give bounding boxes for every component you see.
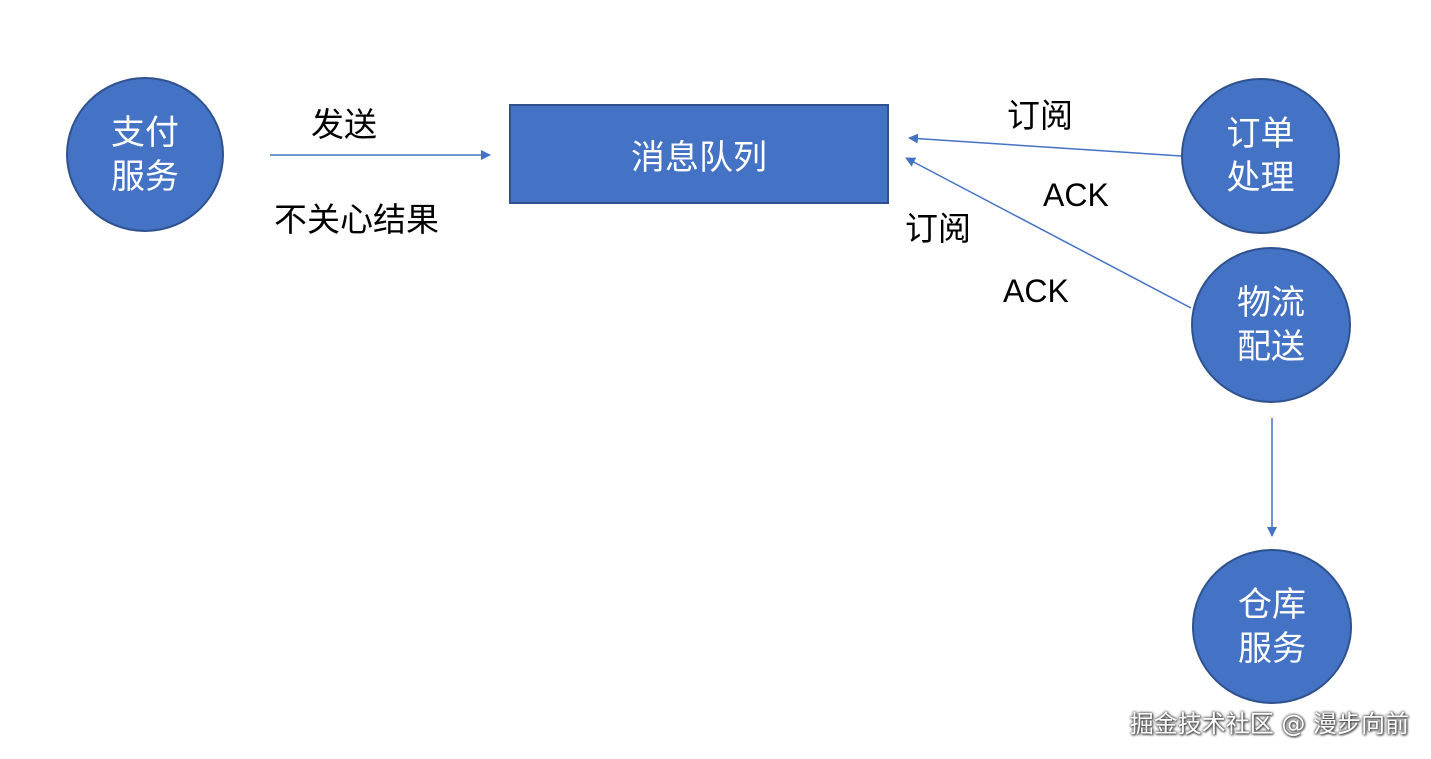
- label-ack-logistics: ACK: [1003, 273, 1069, 309]
- payment-service-line1: 支付: [111, 112, 179, 153]
- order-processing-line2: 处理: [1226, 158, 1295, 198]
- label-send: 发送: [311, 105, 377, 144]
- label-subscribe-order: 订阅: [1007, 96, 1073, 135]
- payment-service-line2: 服务: [111, 156, 179, 197]
- arrow-logistics-to-queue: [905, 157, 1192, 309]
- logistics-delivery-line2: 配送: [1237, 327, 1305, 367]
- logistics-delivery-node: 物流 配送: [1191, 247, 1351, 403]
- order-processing-line1: 订单: [1226, 114, 1295, 154]
- payment-service-node: 支付 服务: [66, 77, 224, 232]
- label-subscribe-logistics: 订阅: [905, 209, 971, 248]
- watermark: 掘金技术社区 @ 漫步向前: [1129, 710, 1409, 738]
- message-queue-node: 消息队列: [509, 104, 889, 204]
- warehouse-service-line2: 服务: [1238, 628, 1306, 669]
- label-ack-order: ACK: [1043, 177, 1109, 213]
- warehouse-service-line1: 仓库: [1238, 584, 1306, 625]
- label-dont-care-result: 不关心结果: [274, 200, 439, 239]
- warehouse-service-node: 仓库 服务: [1192, 549, 1352, 704]
- arrow-order-to-queue: [908, 133, 1182, 157]
- logistics-delivery-line1: 物流: [1237, 283, 1305, 323]
- order-processing-node: 订单 处理: [1181, 78, 1340, 234]
- message-queue-label: 消息队列: [631, 137, 767, 178]
